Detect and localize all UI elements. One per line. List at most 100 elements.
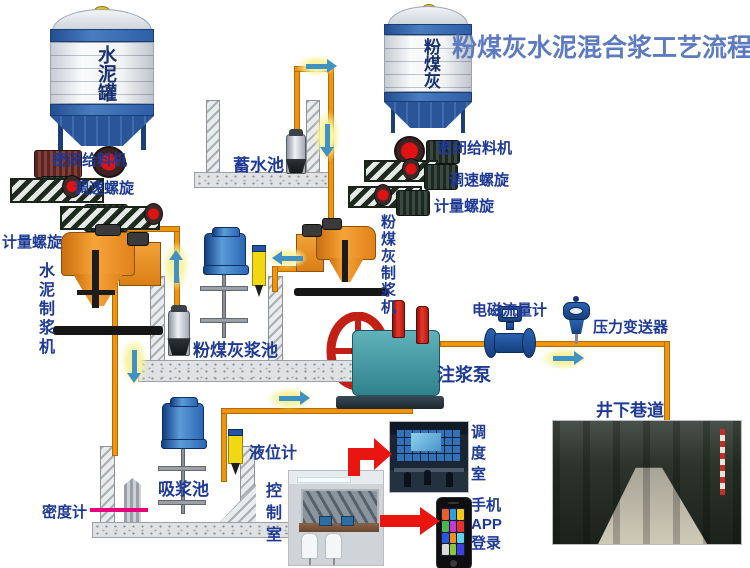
flow-arrow-right-icon [266, 387, 314, 410]
phone-speaker [448, 502, 459, 504]
mixer-skid [53, 326, 163, 335]
red-right-arrow-icon [380, 507, 440, 535]
label-control-room: 控制室 [263, 482, 280, 548]
phone-screen [441, 508, 465, 556]
meter-flange [522, 328, 536, 358]
pressure-transmitter-device [560, 296, 594, 346]
tunnel-stripe-pole [720, 429, 725, 495]
pump-cylinder [416, 306, 429, 344]
label-cement-mixer: 水泥制浆机 [36, 262, 53, 357]
level-sensor-icon [252, 245, 266, 286]
flow-arrow-right-icon [540, 347, 588, 370]
flyash-feeder-assembly [336, 132, 460, 228]
person-silhouette [404, 472, 411, 487]
workshop-window [301, 489, 379, 525]
monitor [319, 516, 332, 526]
screw-conveyor [10, 178, 104, 203]
mixer-post [92, 250, 99, 308]
suction-pool [92, 394, 302, 540]
silo-leg [141, 114, 146, 150]
silo-hopper [50, 116, 154, 146]
valve-dot [144, 203, 163, 225]
silo-leg [461, 101, 465, 133]
app-icon [449, 509, 457, 520]
big-screen [411, 433, 441, 451]
silo-hopper [384, 102, 472, 128]
cement-silo-name: 水泥罐 [95, 44, 116, 102]
transmitter-body [569, 320, 584, 334]
red-bent-arrow-icon [348, 438, 392, 476]
label-flyash-pool: 粉煤灰浆池 [193, 341, 278, 360]
agitator-paddle [200, 318, 248, 323]
meter-neck [506, 322, 514, 330]
label-density-meter: 密度计 [42, 504, 88, 521]
tunnel-beams [553, 421, 741, 544]
app-icon [457, 532, 464, 544]
flow-arrow-right-icon [296, 55, 338, 77]
silo-body [384, 35, 472, 92]
cement-feeder-assembly [4, 144, 180, 244]
phone-home-button [450, 560, 457, 567]
monitor [341, 516, 354, 526]
agitator-paddle [158, 500, 206, 505]
pipe-suction-h [221, 408, 413, 414]
desk [299, 523, 379, 532]
app-icon [457, 520, 464, 532]
pool-wall [206, 100, 220, 174]
flow-arrow-down-icon [313, 110, 341, 162]
pool-floor [92, 522, 302, 538]
label-water-pool: 蓄水池 [233, 156, 284, 175]
silo-band-bottom [384, 92, 472, 102]
density-pointer-line [90, 508, 148, 512]
feeder-motor [424, 164, 458, 190]
label-phone-line1: 手机 [471, 497, 502, 514]
mixer-motor [127, 232, 149, 246]
label-flyash-metering-screw: 计量螺旋 [434, 198, 495, 215]
agitator-shaft [222, 274, 226, 338]
transmitter-display [569, 307, 583, 315]
dispatch-room-photo [389, 421, 469, 493]
agitator-motor-icon [202, 227, 250, 275]
label-phone-line3: 登录 [471, 535, 502, 552]
pump-skid [336, 396, 444, 409]
pipe-suction-v [221, 410, 227, 482]
label-flyash-mixer: 粉煤灰制浆机 [379, 214, 396, 316]
label-grouting-pump: 注浆泵 [437, 365, 491, 385]
flyash-silo-name: 粉煤灰 [421, 37, 440, 89]
smartphone [436, 497, 472, 568]
mixer-inlet [95, 224, 121, 236]
level-sensor-icon [228, 429, 243, 464]
flyash-slurry-pool [138, 224, 402, 384]
app-icon [457, 544, 464, 555]
app-icon [442, 509, 449, 520]
silo-band-bottom [50, 104, 154, 116]
mixer-post [342, 240, 348, 282]
pipe-water-riser [294, 70, 300, 136]
label-cement-metering-screw: 计量螺旋 [2, 234, 63, 251]
flow-meter-device [484, 306, 536, 360]
app-icon [449, 544, 457, 555]
pump-body [352, 330, 440, 396]
meter-display [502, 309, 518, 318]
rotary-valve [92, 146, 126, 178]
pool-wall [100, 446, 115, 526]
person-silhouette [446, 472, 453, 487]
pipe-discharge-down [664, 341, 670, 423]
label-cement-speed-screw: 调速螺旋 [74, 180, 135, 197]
label-cement-feeder: 密闭给料机 [52, 152, 128, 169]
transmitter-knob [573, 296, 579, 302]
silo-dome [52, 9, 152, 31]
mixer-inlet [322, 218, 342, 230]
pipe-mixer-out-v [272, 266, 278, 292]
transmitter-stem [575, 334, 578, 344]
app-icon [457, 509, 464, 520]
label-tunnel: 井下巷道 [596, 401, 664, 420]
silo-dome [388, 6, 468, 25]
person-silhouette [424, 470, 431, 485]
silo-body [50, 42, 154, 104]
label-flyash-speed-screw: 调速螺旋 [449, 172, 510, 189]
label-flow-meter: 电磁流量计 [472, 302, 548, 319]
app-icon [442, 532, 449, 544]
valve-dot [62, 175, 82, 198]
